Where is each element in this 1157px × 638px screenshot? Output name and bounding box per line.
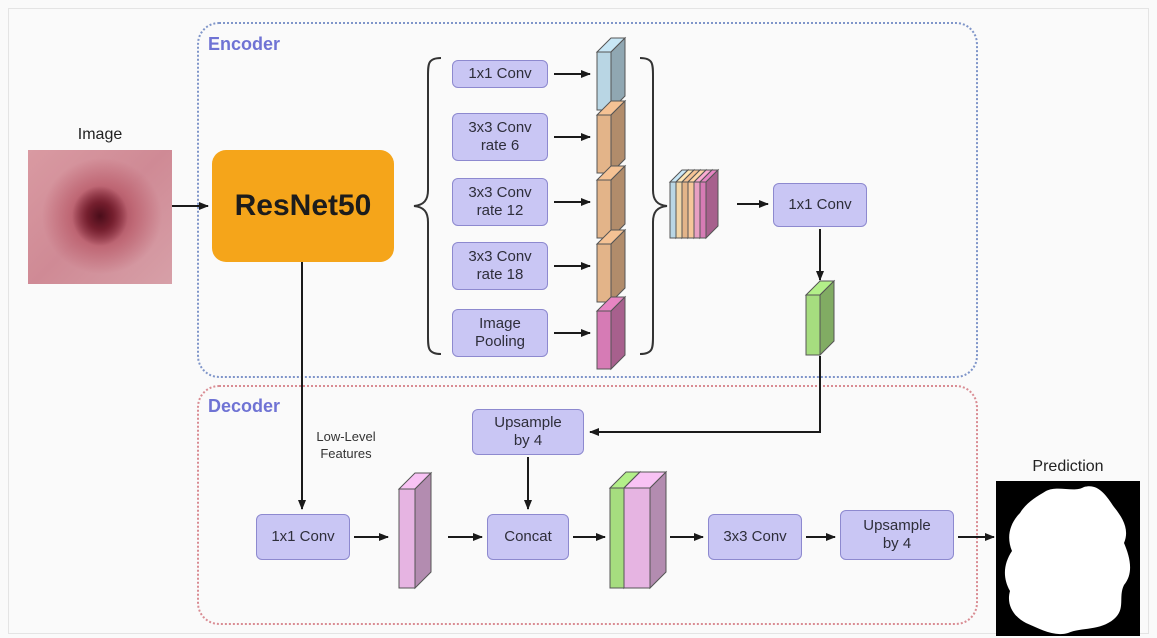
encoder-section xyxy=(197,22,978,378)
aspp-branch-image-pooling: Image Pooling xyxy=(452,309,548,357)
decoder-3x3-conv: 3x3 Conv xyxy=(708,514,802,560)
aspp-branch-rate6: 3x3 Conv rate 6 xyxy=(452,113,548,161)
input-image xyxy=(28,150,172,284)
upsample-by-4-final: Upsample by 4 xyxy=(840,510,954,560)
aspp-branch-1x1-conv: 1x1 Conv xyxy=(452,60,548,88)
encoder-title: Encoder xyxy=(208,34,281,54)
aspp-feature-map-1 xyxy=(595,36,627,112)
aspp-feature-map-3 xyxy=(595,164,627,240)
fuse-1x1-conv: 1x1 Conv xyxy=(773,183,867,227)
aspp-feature-map-5 xyxy=(595,295,627,371)
image-label: Image xyxy=(77,126,123,143)
decoder-section xyxy=(197,385,978,625)
prediction-mask xyxy=(996,481,1140,636)
encoder-output-feature xyxy=(804,279,836,357)
low-level-feature-map xyxy=(397,471,433,590)
prediction-mask-shape xyxy=(1004,486,1131,635)
decoder-title: Decoder xyxy=(208,396,281,416)
upsample-by-4-top: Upsample by 4 xyxy=(472,409,584,455)
prediction-label: Prediction xyxy=(1032,458,1104,475)
arrow-output-to-upsample xyxy=(589,356,821,436)
decoder-1x1-conv: 1x1 Conv xyxy=(256,514,350,560)
resnet50-block: ResNet50 xyxy=(212,150,394,262)
aspp-concat-slice-6 xyxy=(698,168,720,240)
aspp-feature-map-4 xyxy=(595,228,627,304)
decoder-concat-feature-2 xyxy=(622,470,668,590)
low-level-features-label: Low-Level Features xyxy=(316,429,376,461)
left-brace xyxy=(413,57,442,355)
figure-frame xyxy=(8,8,1149,634)
aspp-branch-rate18: 3x3 Conv rate 18 xyxy=(452,242,548,290)
aspp-feature-map-2 xyxy=(595,99,627,175)
aspp-branch-rate12: 3x3 Conv rate 12 xyxy=(452,178,548,226)
concat-block: Concat xyxy=(487,514,569,560)
right-brace xyxy=(639,57,668,355)
